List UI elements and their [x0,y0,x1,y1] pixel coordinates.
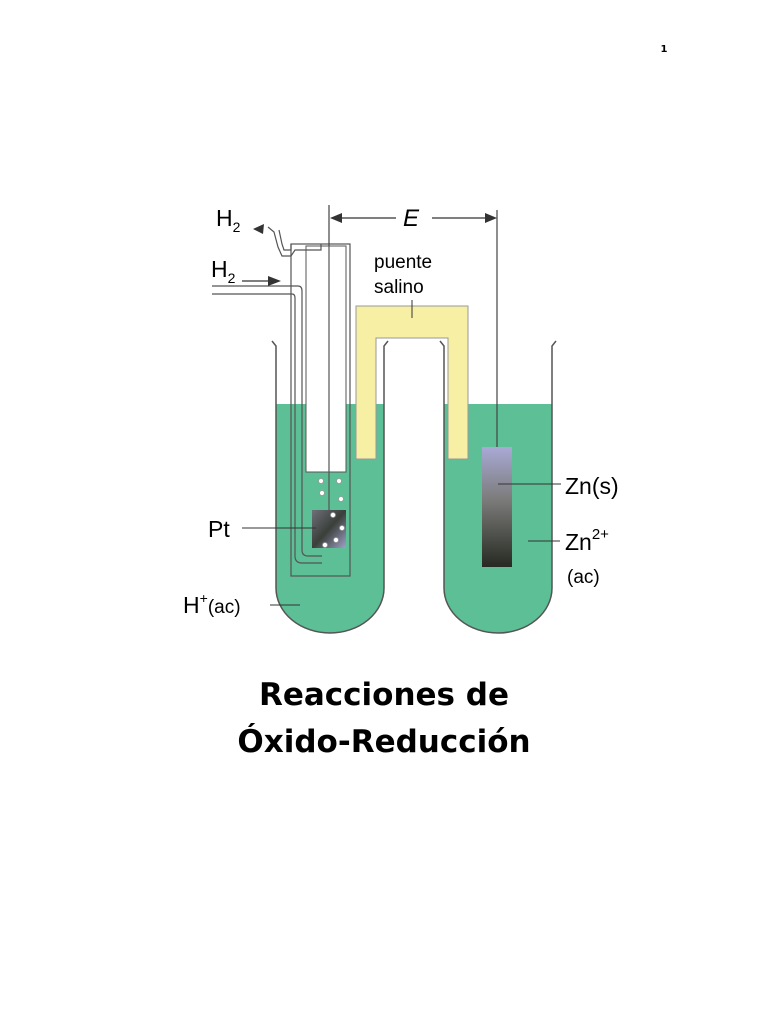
zinc-electrode [482,447,512,567]
electrode-holder [305,245,347,473]
h2-outlet-pipe [267,226,322,257]
title-line-2: Óxido-Reducción [237,724,531,760]
page-number: 1 [660,44,668,55]
salt-bridge-label-line2: salino [374,277,424,298]
title-line-1: Reacciones de [258,677,510,713]
hydrogen-bubbles [318,478,345,548]
zn-solid-label: Zn(s) [565,473,619,499]
left-beaker [271,340,389,634]
right-beaker [439,340,557,634]
h-plus-label: H+(ac) [183,590,241,618]
h2-inlet-pipe [212,285,322,557]
electrochemical-cell-diagram: H2 H2 E puente salino Pt H+(ac) Zn(s) Zn… [183,205,619,634]
pt-label: Pt [208,516,230,542]
salt-bridge-label-line1: puente [374,252,432,273]
salt-bridge [355,305,469,460]
potential-label: E [403,205,420,232]
h2-outlet-label: H2 [216,205,241,235]
document-title: Reacciones de Óxido-Reducción [0,672,768,766]
zn-ion-state-label: (ac) [567,567,600,588]
h2-inlet-label: H2 [211,256,236,286]
zn-ion-label: Zn2+ [565,526,609,555]
